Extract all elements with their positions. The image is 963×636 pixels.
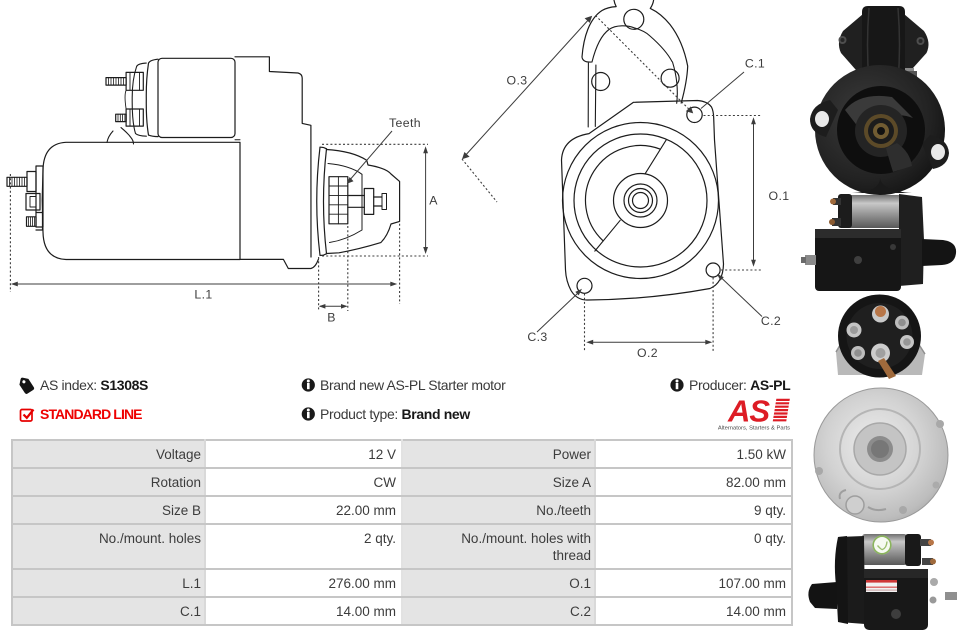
svg-text:C.2: C.2 — [761, 314, 781, 328]
svg-text:Teeth: Teeth — [389, 116, 421, 130]
svg-text:B: B — [327, 311, 336, 325]
svg-text:L.1: L.1 — [194, 288, 212, 302]
svg-text:C.3: C.3 — [527, 330, 547, 344]
svg-text:O.2: O.2 — [637, 346, 658, 360]
svg-text:Alternators, Starters & Parts: Alternators, Starters & Parts — [718, 426, 790, 432]
svg-text:C.1: C.1 — [745, 57, 765, 71]
svg-text:O.3: O.3 — [506, 74, 527, 88]
svg-text:AS: AS — [727, 394, 770, 429]
svg-text:A: A — [429, 194, 438, 208]
svg-text:O.1: O.1 — [768, 189, 789, 203]
